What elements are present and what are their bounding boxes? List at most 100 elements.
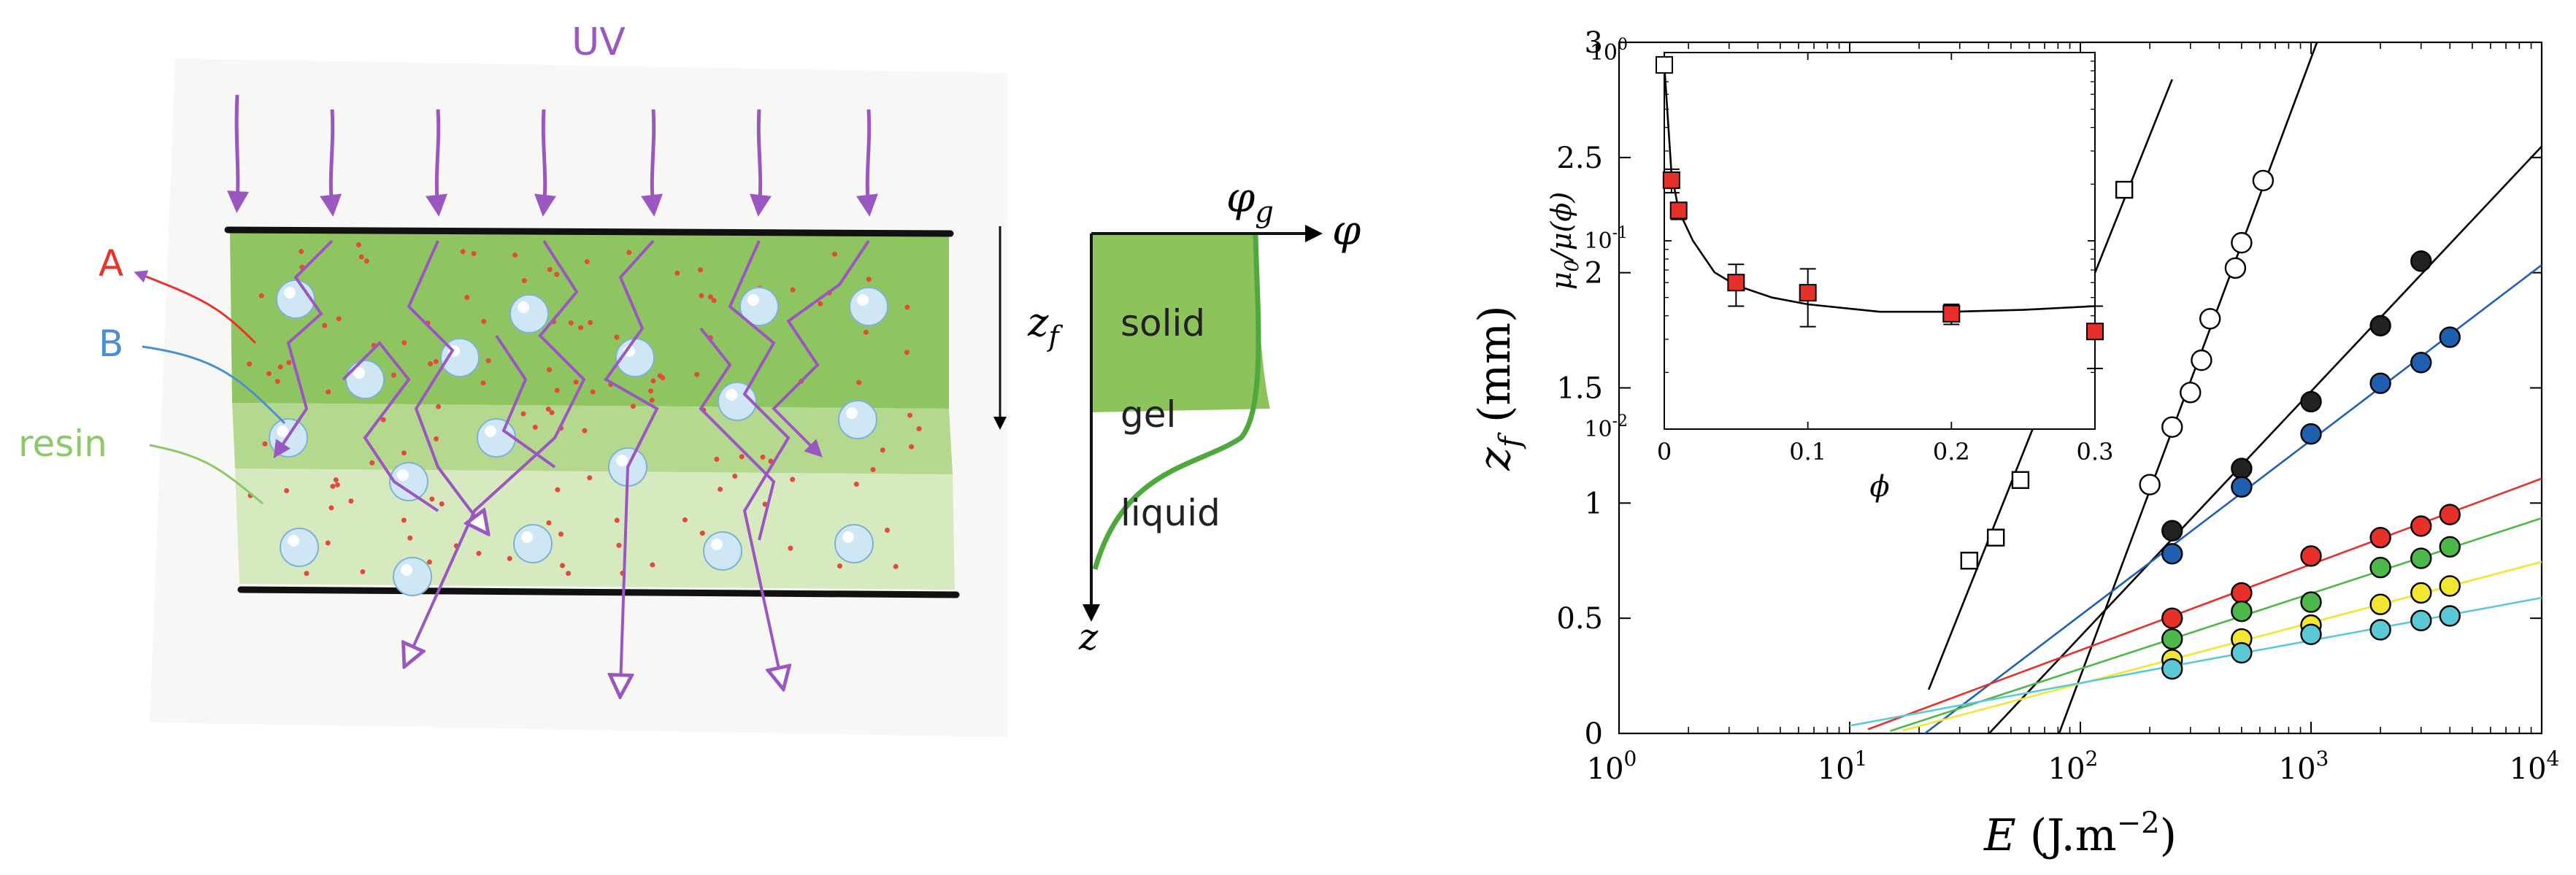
data-point-circle [2231, 582, 2253, 604]
photoinitiator-dot [348, 498, 354, 504]
profile-phi-label: φ [1332, 207, 1361, 255]
region-gel: gel [1120, 393, 1176, 436]
particle [834, 524, 874, 563]
particle-highlight [623, 345, 635, 357]
photoinitiator-dot [380, 417, 386, 423]
photoinitiator-dot [266, 371, 272, 377]
data-point-circle [2224, 257, 2247, 280]
data-point-circle [2410, 250, 2432, 272]
photoinitiator-dot [555, 487, 561, 493]
photoinitiator-dot [546, 520, 552, 525]
photoinitiator-dot [573, 379, 579, 385]
photoinitiator-dots [247, 242, 922, 577]
y-tick-label: 0.5 [1556, 602, 1603, 636]
photoinitiator-dot [582, 428, 588, 433]
photoinitiator-dot [433, 358, 439, 364]
photoinitiator-dot [286, 360, 292, 366]
data-point-circle [2410, 547, 2432, 569]
photoinitiator-dot [739, 454, 745, 460]
data-point-circle [2439, 504, 2461, 525]
leader-A [134, 270, 257, 344]
photoinitiator-dot [391, 372, 396, 378]
particle [276, 280, 315, 319]
y-tick-label: 3 [1585, 26, 1603, 60]
profile-solid-fill [1091, 234, 1270, 412]
data-point-circle [2369, 557, 2391, 579]
particle-highlight [726, 389, 737, 401]
photoinitiator-dot [885, 527, 891, 533]
photoinitiator-dot [284, 487, 290, 493]
particle-highlight [353, 367, 365, 379]
photoinitiator-dot [334, 482, 340, 487]
photoinitiator-dot [545, 406, 551, 412]
photoinitiator-dot [699, 293, 704, 298]
photoinitiator-dot [790, 477, 796, 482]
photoinitiator-dot [880, 447, 885, 453]
photoinitiator-dot [512, 253, 518, 258]
data-point-circle [2231, 231, 2253, 254]
photoinitiator-dot [626, 250, 632, 255]
component-legend: A B resin [18, 242, 286, 505]
photoinitiator-dot [694, 371, 700, 377]
photoinitiator-dot [558, 531, 564, 537]
photoinitiator-dot [547, 266, 553, 272]
data-point-circle [2439, 536, 2461, 558]
data-point-circle [2231, 476, 2253, 498]
y-tick-label: 2 [1585, 257, 1603, 290]
photoinitiator-dot [429, 496, 435, 502]
particle-highlight [397, 469, 409, 481]
scattered-light-paths [273, 239, 870, 686]
photoinitiator-dot [304, 571, 309, 577]
y-axis-label: zf (mm) [1469, 305, 1527, 471]
data-point-circle [2439, 575, 2461, 597]
data-point-circle [2161, 543, 2183, 565]
photoinitiator-dot [476, 550, 482, 556]
photoinitiator-dot [698, 267, 704, 273]
data-point-circle [2199, 308, 2221, 330]
top-boundary [224, 226, 954, 237]
photoinitiator-dot [718, 486, 723, 492]
data-point-circle [2161, 520, 2183, 541]
photoinitiator-dot [258, 293, 264, 298]
photoinitiator-dot [559, 563, 565, 568]
particle [393, 557, 432, 596]
photoinitiator-dot [532, 424, 538, 430]
data-point-square [2115, 180, 2134, 199]
data-point-circle [2161, 416, 2183, 438]
data-point-circle [2410, 352, 2432, 374]
photoinitiator-dot [904, 350, 910, 355]
photoinitiator-dot [832, 251, 838, 257]
photoinitiator-dot [566, 571, 572, 577]
photoinitiator-dot [707, 294, 713, 300]
photoinitiator-dot [647, 388, 653, 394]
photoinitiator-dot [358, 254, 364, 260]
photoinitiator-dot [870, 466, 876, 472]
particle-highlight [401, 564, 412, 576]
particle-highlight [277, 425, 288, 437]
inset-data-point [1799, 284, 1817, 302]
photoinitiator-dot [893, 563, 899, 569]
photoinitiator-dot [760, 454, 766, 460]
uv-label: UV [572, 20, 626, 64]
particle-highlight [616, 455, 628, 466]
inset-x-tick-label: 0 [1657, 438, 1672, 466]
y-tick-label: 2.5 [1556, 142, 1603, 175]
photoinitiator-dot [407, 535, 413, 541]
inset-y-tick-label: 10-1 [1584, 224, 1628, 254]
data-point-square [1986, 528, 2005, 547]
photoinitiator-dot [549, 409, 555, 415]
x-tick-label: 104 [2510, 747, 2560, 786]
fit-line [1902, 560, 2542, 732]
particle [510, 294, 549, 334]
photoinitiator-dot [520, 411, 526, 417]
photoinitiator-dot [326, 389, 331, 395]
inset-x-tick-label: 0.3 [2077, 438, 2114, 466]
data-point-circle [2369, 372, 2391, 394]
depth-label: zf [1027, 299, 1063, 352]
photoinitiator-dot [818, 301, 823, 307]
photoinitiator-dot [262, 441, 268, 447]
photoinitiator-dot [426, 559, 432, 565]
inset-frame [1664, 52, 2096, 430]
data-point-circle [2139, 474, 2161, 496]
